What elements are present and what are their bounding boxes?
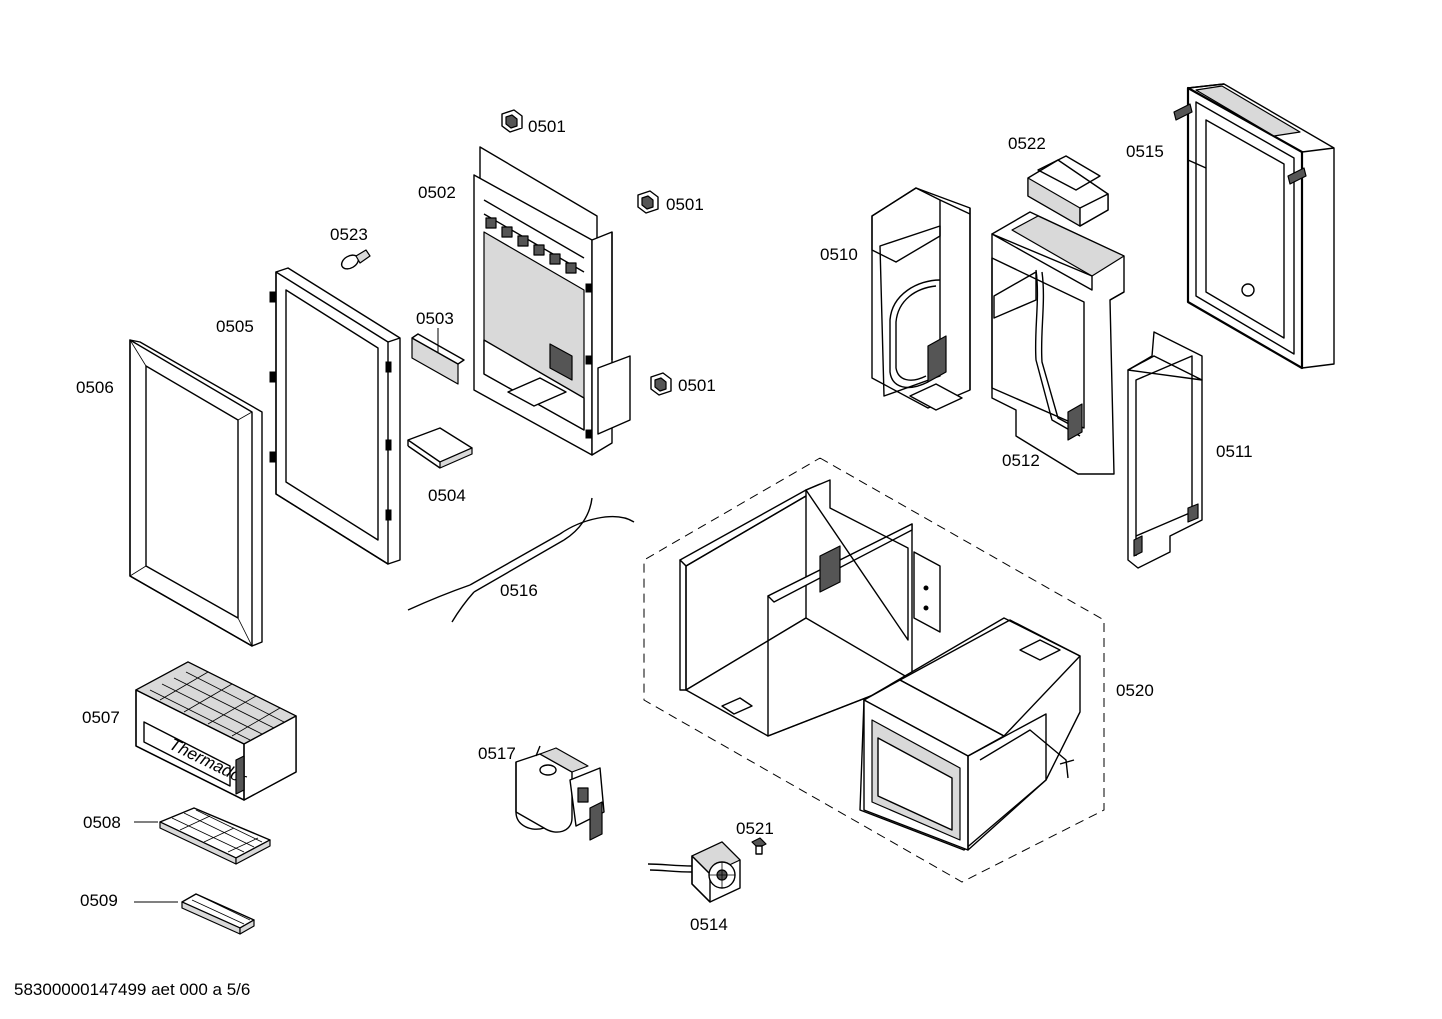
label-0501-lower: 0501 [678, 376, 716, 395]
dispenser-module-part-0507: Thermador [135, 661, 297, 801]
label-0522: 0522 [1008, 134, 1046, 153]
label-0501-top: 0501 [528, 117, 566, 136]
clip-part-0501-lower [650, 372, 672, 396]
dispenser-motor-part-0517 [515, 745, 605, 841]
duct-cover-part-0522 [1027, 155, 1109, 227]
label-0501-middle: 0501 [666, 195, 704, 214]
label-0507: 0507 [82, 708, 120, 727]
label-0506: 0506 [76, 378, 114, 397]
cooling-fan-part-0514 [647, 841, 741, 903]
clip-part-0501-middle [637, 190, 659, 214]
heater-wire-part-0516 [407, 497, 635, 623]
clip-part-0501-top [501, 109, 523, 133]
cover-plate-part-0504 [407, 427, 473, 469]
dispenser-housing-part-0502 [473, 146, 631, 456]
label-0517: 0517 [478, 744, 516, 763]
label-0521: 0521 [736, 819, 774, 838]
air-duct-part-0510 [871, 187, 971, 411]
label-0508: 0508 [83, 813, 121, 832]
label-0509: 0509 [80, 891, 118, 910]
label-0512: 0512 [1002, 451, 1040, 470]
label-0516: 0516 [500, 581, 538, 600]
label-0510: 0510 [820, 245, 858, 264]
evaporator-housing-part-0512 [991, 211, 1125, 475]
ice-bin-assembly-part-0520 [643, 457, 1105, 883]
document-id: 58300000147499 aet 000 a 5/6 [14, 980, 251, 999]
label-0514: 0514 [690, 915, 728, 934]
side-panel-part-0511 [1127, 331, 1203, 569]
light-bulb-part-0523 [340, 249, 371, 270]
drip-tray-part-0508 [134, 807, 271, 865]
label-0511: 0511 [1216, 442, 1253, 461]
label-0504: 0504 [428, 486, 466, 505]
label-0502: 0502 [418, 183, 456, 202]
label-0505: 0505 [216, 317, 254, 336]
dispenser-frame-part-0505 [269, 267, 401, 565]
label-0520: 0520 [1116, 681, 1154, 700]
cover-plate-part-0503 [411, 328, 465, 385]
label-0515: 0515 [1126, 142, 1164, 161]
label-0523: 0523 [330, 225, 368, 244]
screw-part-0521 [751, 837, 767, 855]
tray-grille-part-0509 [134, 893, 255, 935]
door-panel-part-0515 [1173, 83, 1335, 370]
trim-frame-part-0506 [129, 339, 263, 647]
label-0503: 0503 [416, 309, 454, 328]
